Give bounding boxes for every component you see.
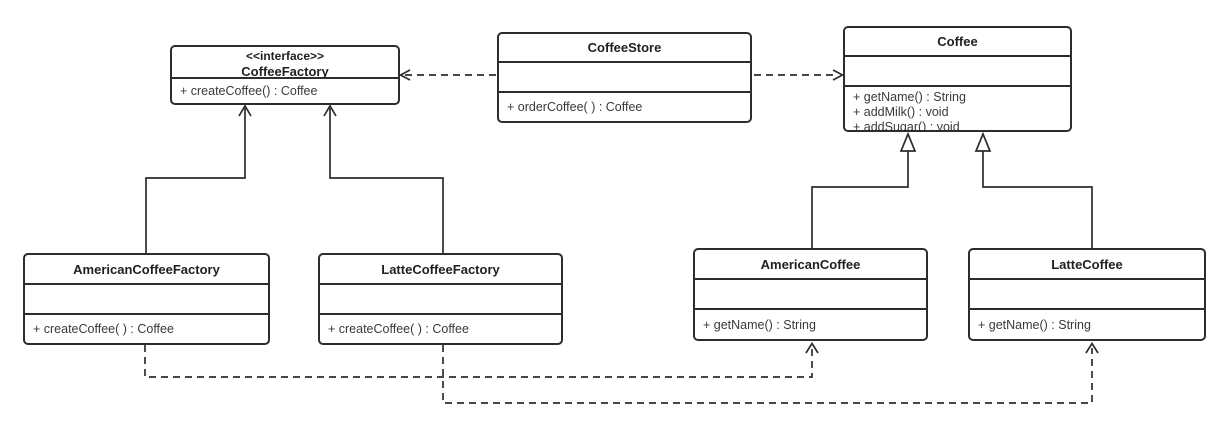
- methods-compartment: + getName() : String: [970, 308, 1204, 339]
- class-coffee-store[interactable]: CoffeeStore + orderCoffee( ) : Coffee: [497, 32, 752, 123]
- class-name: CoffeeStore: [587, 40, 662, 55]
- method: + addMilk() : void: [853, 105, 949, 119]
- class-coffee-factory[interactable]: <<interface>> CoffeeFactory + createCoff…: [170, 45, 400, 105]
- class-latte-coffee[interactable]: LatteCoffee + getName() : String: [968, 248, 1206, 341]
- realization-americancoffeefactory-coffeefactory[interactable]: [145, 104, 252, 253]
- methods-compartment: + orderCoffee( ) : Coffee: [499, 91, 750, 121]
- attributes-compartment: [695, 278, 926, 308]
- class-name: Coffee: [937, 34, 978, 49]
- class-name: CoffeeFactory: [241, 64, 329, 79]
- methods-compartment: + createCoffee() : Coffee: [172, 77, 398, 103]
- realization-lattecoffeefactory-coffeefactory[interactable]: [323, 104, 444, 253]
- class-coffee[interactable]: Coffee + getName() : String + addMilk() …: [843, 26, 1072, 132]
- attributes-compartment: [499, 61, 750, 91]
- generalization-lattecoffee-coffee[interactable]: [974, 131, 1093, 248]
- methods-compartment: + getName() : String: [695, 308, 926, 339]
- attributes-compartment: [25, 283, 268, 313]
- class-name: AmericanCoffeeFactory: [73, 261, 220, 277]
- method: + createCoffee() : Coffee: [180, 84, 318, 98]
- methods-compartment: + getName() : String + addMilk() : void …: [845, 85, 1070, 130]
- class-name: LatteCoffeeFactory: [381, 261, 500, 277]
- attributes-compartment: [970, 278, 1204, 308]
- dependency-lattecoffeefactory-lattecoffee[interactable]: [442, 341, 1099, 404]
- generalization-americancoffee-coffee[interactable]: [811, 131, 917, 248]
- method: + orderCoffee( ) : Coffee: [507, 100, 643, 114]
- attributes-compartment: [845, 55, 1070, 85]
- method: + getName() : String: [853, 90, 966, 104]
- method: + getName() : String: [978, 317, 1091, 332]
- method: + addSugar() : void: [853, 120, 960, 130]
- dependency-coffeestore-coffee[interactable]: [754, 69, 845, 81]
- methods-compartment: + createCoffee( ) : Coffee: [320, 313, 561, 343]
- class-american-coffee[interactable]: AmericanCoffee + getName() : String: [693, 248, 928, 341]
- class-title: <<interface>> CoffeeFactory: [172, 47, 398, 79]
- class-latte-coffee-factory[interactable]: LatteCoffeeFactory + createCoffee( ) : C…: [318, 253, 563, 345]
- methods-compartment: + createCoffee( ) : Coffee: [25, 313, 268, 343]
- class-name: LatteCoffee: [1051, 256, 1123, 272]
- dependency-coffeestore-coffeefactory[interactable]: [398, 69, 497, 81]
- class-name: AmericanCoffee: [760, 256, 861, 272]
- method: + createCoffee( ) : Coffee: [33, 322, 174, 336]
- stereotype-label: <<interface>>: [245, 49, 325, 63]
- class-american-coffee-factory[interactable]: AmericanCoffeeFactory + createCoffee( ) …: [23, 253, 270, 345]
- dependency-americancoffeefactory-americancoffee[interactable]: [144, 341, 819, 378]
- attributes-compartment: [320, 283, 561, 313]
- method: + getName() : String: [703, 317, 816, 332]
- method: + createCoffee( ) : Coffee: [328, 322, 469, 336]
